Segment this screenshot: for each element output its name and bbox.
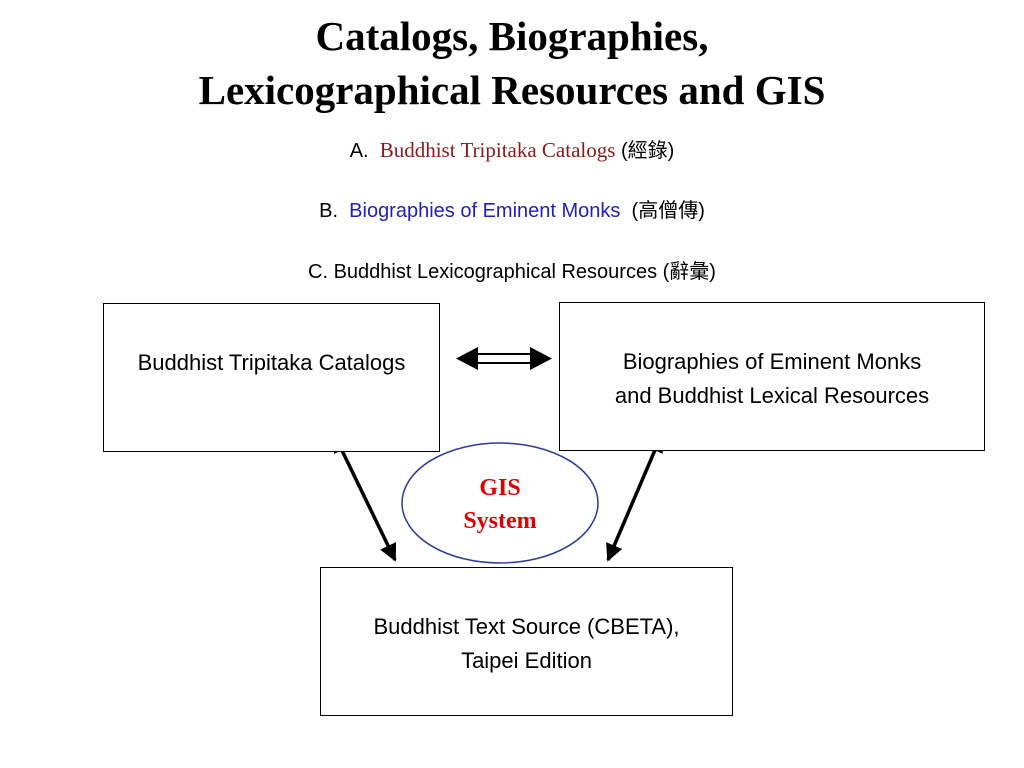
list-item-a-prefix: A. xyxy=(349,140,369,162)
title-line-1: Catalogs, Biographies, xyxy=(315,13,709,59)
biographies-box: Biographies of Eminent Monks and Buddhis… xyxy=(559,302,985,451)
cbeta-box: Buddhist Text Source (CBETA), Taipei Edi… xyxy=(320,567,733,716)
list-item-a-text: Buddhist Tripitaka Catalogs xyxy=(379,138,616,162)
cbeta-box-line-2: Taipei Edition xyxy=(461,648,592,673)
gis-label-line-1: GIS xyxy=(479,475,521,501)
gis-ellipse xyxy=(401,442,599,564)
catalogs-box-label: Buddhist Tripitaka Catalogs xyxy=(137,350,406,375)
cbeta-box-line-1: Buddhist Text Source (CBETA), xyxy=(373,614,680,639)
gis-label: GIS System xyxy=(402,472,598,538)
double-arrow-horizontal xyxy=(456,347,552,370)
list-item-b-prefix: B. xyxy=(319,200,339,222)
biographies-box-line-1: Biographies of Eminent Monks xyxy=(622,349,922,374)
list-item-a-chinese: (經錄) xyxy=(620,140,675,162)
list-item-b-text: Biographies of Eminent Monks xyxy=(349,200,621,222)
list-item-a: A. Buddhist Tripitaka Catalogs (經錄) xyxy=(0,138,1024,162)
arrow-catalogs-cbeta xyxy=(333,434,397,562)
list-item-b-chinese: (高僧傳) xyxy=(631,200,705,222)
list-item-c: C. Buddhist Lexicographical Resources (辭… xyxy=(308,261,716,283)
list-item-b: B. Biographies of Eminent Monks (高僧傳) xyxy=(0,201,1024,221)
arrow-biographies-cbeta xyxy=(606,434,663,562)
title-line-2: Lexicographical Resources and GIS xyxy=(198,67,826,113)
biographies-box-line-2: and Buddhist Lexical Resources xyxy=(614,383,930,408)
gis-label-line-2: System xyxy=(463,508,537,534)
catalogs-box: Buddhist Tripitaka Catalogs xyxy=(103,303,440,452)
